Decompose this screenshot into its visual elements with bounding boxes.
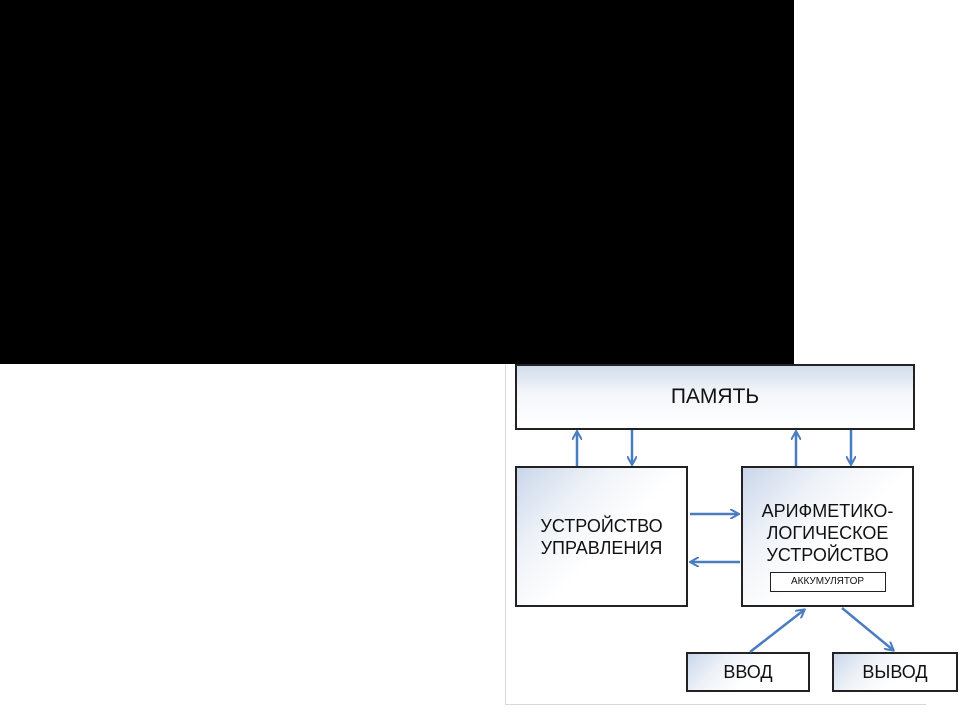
accumulator-box: АККУМУЛЯТОР (769, 572, 886, 592)
input-box: ВВОД (686, 652, 810, 692)
memory-label: ПАМЯТЬ (670, 385, 760, 408)
control-unit-box: УСТРОЙСТВО УПРАВЛЕНИЯ (515, 466, 688, 607)
alu-label-line-1: АРИФМЕТИКО- (761, 501, 894, 521)
input-label: ВВОД (723, 661, 773, 682)
alu-label-line-2: ЛОГИЧЕСКОЕ (766, 523, 889, 543)
output-label: ВЫВОД (862, 661, 928, 682)
alu-box: АРИФМЕТИКО- ЛОГИЧЕСКОЕ УСТРОЙСТВО АККУМУ… (741, 466, 914, 607)
accumulator-label: АККУМУЛЯТОР (790, 576, 865, 587)
control-unit-label-line-2: УПРАВЛЕНИЯ (540, 537, 663, 558)
output-box: ВЫВОД (832, 652, 958, 692)
control-unit-label-line-1: УСТРОЙСТВО (540, 515, 663, 536)
memory-box: ПАМЯТЬ (515, 364, 915, 430)
black-overlay-panel (0, 0, 794, 364)
alu-label-line-3: УСТРОЙСТВО (766, 545, 889, 565)
diagram-frame (505, 364, 926, 705)
